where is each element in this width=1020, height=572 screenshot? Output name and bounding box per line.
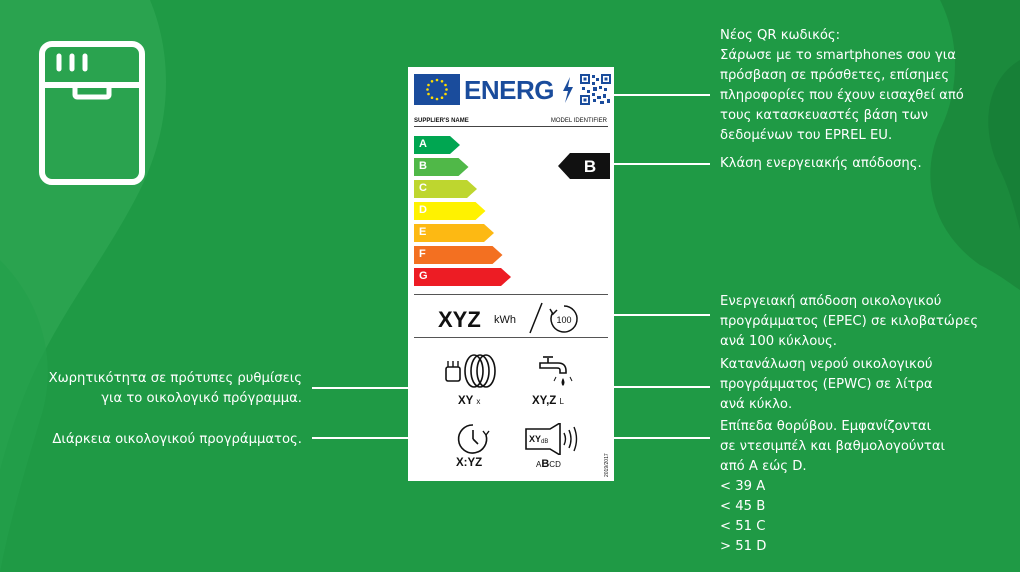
energy-class-letter: G [419, 270, 428, 282]
noise-callout-line [614, 437, 710, 439]
energy-class-letter: B [419, 160, 427, 172]
epec-callout-line [614, 314, 710, 316]
energy-class-bar-e: E [414, 224, 494, 242]
water-value: XY,Z L [532, 395, 564, 407]
lightning-icon [563, 77, 573, 103]
duration-callout: Διάρκεια οικολογικού προγράμματος. [52, 432, 302, 447]
current-class-arrow: B [558, 153, 610, 179]
qr-code-icon[interactable] [580, 74, 611, 105]
energy-class-bar-c: C [414, 180, 477, 198]
model-identifier: MODEL IDENTIFIER [550, 118, 607, 124]
clock-icon [457, 424, 490, 454]
duration-value: X:YZ [456, 457, 483, 469]
energy-class-bar-a: A [414, 136, 460, 154]
qr-callout-line [614, 94, 710, 96]
class-callout: Κλάση ενεργειακής απόδοσης. [720, 156, 922, 171]
cycle-100-icon: 100 [549, 305, 578, 333]
divider-energy [414, 294, 608, 295]
capacity-callout-line [312, 387, 408, 389]
energy-label: ENERG SUPPLIER'S NAME MODEL IDENTIFIER A… [408, 67, 614, 481]
divider-icons [414, 337, 608, 338]
current-class-letter: B [584, 157, 596, 176]
dishwasher-icon [39, 41, 145, 185]
plates-icon [445, 354, 496, 388]
energy-class-letter: A [419, 138, 427, 150]
energ-word: ENERG [464, 75, 554, 105]
speaker-icon: XY dB [525, 423, 578, 455]
energy-class-bar-f: F [414, 246, 503, 264]
qr-callout: Νέος QR κωδικός:Σάρωσε με το smartphones… [720, 28, 964, 143]
duration-callout-line [312, 437, 408, 439]
svg-text:XY: XY [529, 434, 541, 444]
energy-consumption-value: XYZ [438, 307, 481, 332]
energy-class-letter: F [419, 248, 426, 260]
energy-unit: kWh [494, 314, 516, 326]
regulation-number: 2019/2017 [604, 453, 610, 477]
energy-class-letter: D [419, 204, 427, 216]
energy-class-bar-b: B [414, 158, 469, 176]
energy-class-letter: E [419, 226, 427, 238]
energy-class-letter: C [419, 182, 427, 194]
class-callout-line [612, 163, 710, 165]
capacity-value: XY x [458, 395, 481, 407]
header-divider [414, 126, 608, 127]
epwc-callout-line [614, 386, 710, 388]
energy-class-bar-g: G [414, 268, 511, 286]
water-tap-icon [539, 356, 573, 386]
svg-text:dB: dB [541, 439, 548, 445]
slash-divider [529, 302, 543, 334]
eu-flag-icon [414, 74, 460, 105]
label-header: ENERG [414, 74, 611, 106]
supplier-name: SUPPLIER'S NAME [414, 118, 469, 124]
energy-class-bar-d: D [414, 202, 486, 220]
noise-class-scale: ABCD [536, 458, 561, 470]
svg-text:100: 100 [556, 315, 571, 325]
